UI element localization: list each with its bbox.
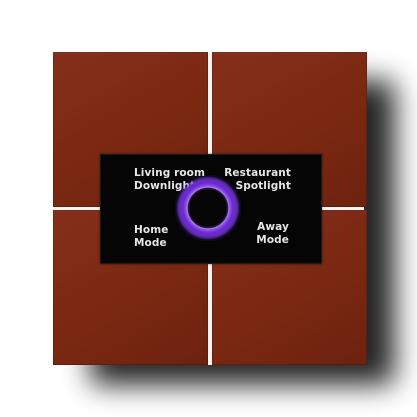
label-line: Spotlight: [235, 180, 291, 192]
glow-ring-icon: [177, 177, 239, 239]
label-away-mode: Away Mode: [256, 221, 289, 247]
label-living-room-downlight: Living room Downlight: [134, 167, 205, 193]
label-line: Mode: [256, 234, 289, 246]
label-line: Living room: [134, 167, 206, 179]
label-line: Away: [257, 221, 289, 233]
label-restaurant-spotlight: Restaurant Spotlight: [224, 167, 291, 193]
label-line: Downlight: [134, 180, 196, 192]
label-home-mode: Home Mode: [134, 224, 168, 250]
label-line: Restaurant: [224, 167, 291, 179]
center-display: Living room Downlight Restaurant Spotlig…: [100, 154, 322, 264]
label-line: Mode: [134, 237, 167, 249]
label-line: Home: [134, 224, 169, 236]
